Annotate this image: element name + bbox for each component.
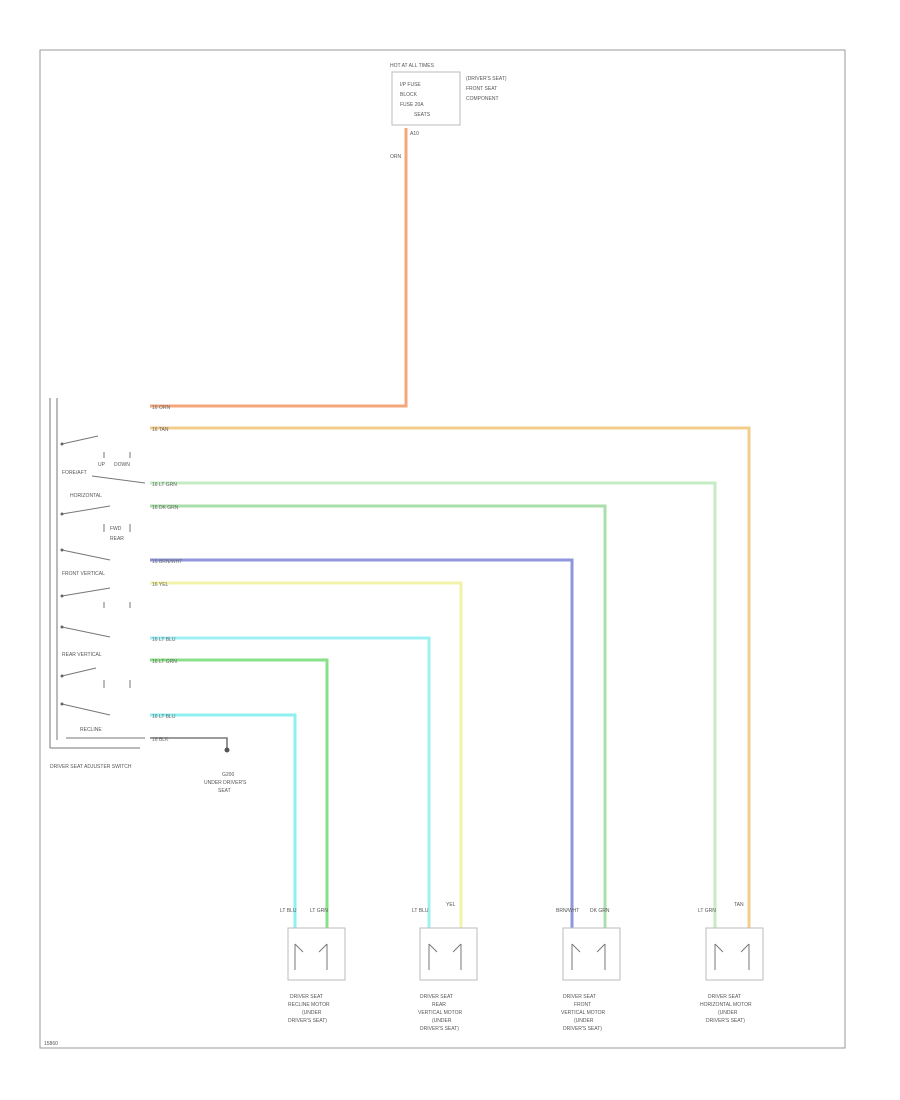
wire-lt-blu-recline [150, 713, 297, 928]
motor-box [287, 927, 346, 981]
motor-horizontal: LT GRN TAN DRIVER SEAT HORIZONTAL MOTOR … [698, 902, 764, 1024]
wire-lt-blu-rear [150, 636, 431, 928]
wires [150, 128, 751, 928]
motor-label: VERTICAL MOTOR [418, 1010, 462, 1016]
ground-label: SEAT [218, 788, 231, 794]
motor-wire-label: YEL [446, 902, 456, 908]
motor-label: DRIVER'S SEAT) [420, 1026, 459, 1032]
motor-label: (UNDER [302, 1010, 322, 1016]
wire-blk-ground [150, 737, 228, 748]
wire-tan [150, 426, 751, 928]
motor-wire-label: LT BLU [280, 908, 297, 914]
wire-label: 16 TAN [152, 427, 169, 433]
wire-label: 16 LT BLU [152, 714, 176, 720]
switch-section-label: FRONT VERTICAL [62, 571, 105, 577]
motor-wire-label: LT GRN [698, 908, 716, 914]
seat-adjuster-switch: UP DOWN FORE/AFT HORIZONTAL FWD REAR FRO… [49, 398, 146, 770]
fuse-block-box [391, 71, 461, 126]
wire-label: 16 DK GRN [152, 505, 179, 511]
motor-box [562, 927, 621, 981]
fuse-block-note: FRONT SEAT [466, 86, 497, 92]
motor-label: HORIZONTAL MOTOR [700, 1002, 752, 1008]
motor-label: FRONT [574, 1002, 591, 1008]
fuse-block-line: FUSE 20A [400, 102, 424, 108]
wire-orn [150, 128, 408, 408]
ground-label: UNDER DRIVER'S [204, 780, 247, 786]
fuse-terminal-label: A10 [410, 131, 419, 137]
motor-label: DRIVER'S SEAT) [563, 1026, 602, 1032]
fuse-block: HOT AT ALL TIMES I/P FUSE BLOCK FUSE 20A… [390, 63, 507, 160]
fuse-block-header: HOT AT ALL TIMES [390, 63, 435, 69]
motor-label: VERTICAL MOTOR [561, 1010, 605, 1016]
wire-lt-grn-horizontal [150, 481, 717, 928]
motor-wire-label: DK GRN [590, 908, 610, 914]
wire-label: 16 ORN [152, 405, 170, 411]
motor-label: DRIVER'S SEAT) [706, 1018, 745, 1024]
switch-section-label: HORIZONTAL [70, 493, 102, 499]
motor-recline: LT BLU LT GRN DRIVER SEAT RECLINE MOTOR … [280, 908, 346, 1024]
switch-contact-label: FWD [110, 526, 122, 532]
switch-section-label: FORE/AFT [62, 470, 87, 476]
switch-section-label: RECLINE [80, 727, 102, 733]
motor-label: DRIVER SEAT [708, 994, 741, 1000]
wire-label: 16 BRN/WHT [152, 559, 182, 565]
footer-code: 15860 [44, 1041, 58, 1047]
motor-wire-label: LT GRN [310, 908, 328, 914]
motor-box [419, 927, 478, 981]
fuse-wire-label: ORN [390, 154, 402, 160]
motor-label: DRIVER SEAT [420, 994, 453, 1000]
diagram-frame [39, 49, 846, 1049]
wire-label: 16 BLK [152, 737, 169, 743]
switch-section-label: REAR VERTICAL [62, 652, 102, 658]
fuse-block-note: (DRIVER'S SEAT) [466, 76, 507, 82]
motor-label: (UNDER [432, 1018, 452, 1024]
motor-rear-vertical: LT BLU YEL DRIVER SEAT REAR VERTICAL MOT… [412, 902, 478, 1032]
motor-label: DRIVER'S SEAT) [288, 1018, 327, 1024]
fuse-block-line: I/P FUSE [400, 82, 421, 88]
wire-labels: 16 ORN 16 TAN 16 LT GRN 16 DK GRN 16 BRN… [152, 405, 182, 743]
wire-dk-grn [150, 504, 607, 928]
wire-yel [150, 581, 463, 928]
wire-label: 16 LT GRN [152, 659, 177, 665]
motor-wire-label: LT BLU [412, 908, 429, 914]
fuse-block-line: SEATS [414, 112, 431, 118]
motor-front-vertical: BRN/WHT DK GRN DRIVER SEAT FRONT VERTICA… [556, 908, 621, 1032]
switch-title: DRIVER SEAT ADJUSTER SWITCH [50, 764, 132, 770]
ground-symbol [224, 747, 230, 753]
motor-wire-label: BRN/WHT [556, 908, 579, 914]
motor-box [705, 927, 764, 981]
ground-label: G200 [222, 772, 234, 778]
fuse-block-line: BLOCK [400, 92, 418, 98]
fuse-block-note: COMPONENT [466, 96, 499, 102]
switch-contact-label: REAR [110, 536, 124, 542]
motor-label: (UNDER [574, 1018, 594, 1024]
wire-label: 16 YEL [152, 582, 169, 588]
wire-label: 16 LT GRN [152, 482, 177, 488]
wire-label: 16 LT BLU [152, 637, 176, 643]
ground: G200 UNDER DRIVER'S SEAT [204, 747, 247, 794]
switch-contact-label: UP [98, 462, 106, 468]
motor-label: REAR [432, 1002, 446, 1008]
wire-lt-grn-recline [150, 658, 329, 928]
wire-brn-wht [150, 558, 574, 928]
motor-label: RECLINE MOTOR [288, 1002, 330, 1008]
motor-label: (UNDER [718, 1010, 738, 1016]
motor-wire-label: TAN [734, 902, 744, 908]
motor-label: DRIVER SEAT [290, 994, 323, 1000]
switch-contact-label: DOWN [114, 462, 130, 468]
motor-label: DRIVER SEAT [563, 994, 596, 1000]
